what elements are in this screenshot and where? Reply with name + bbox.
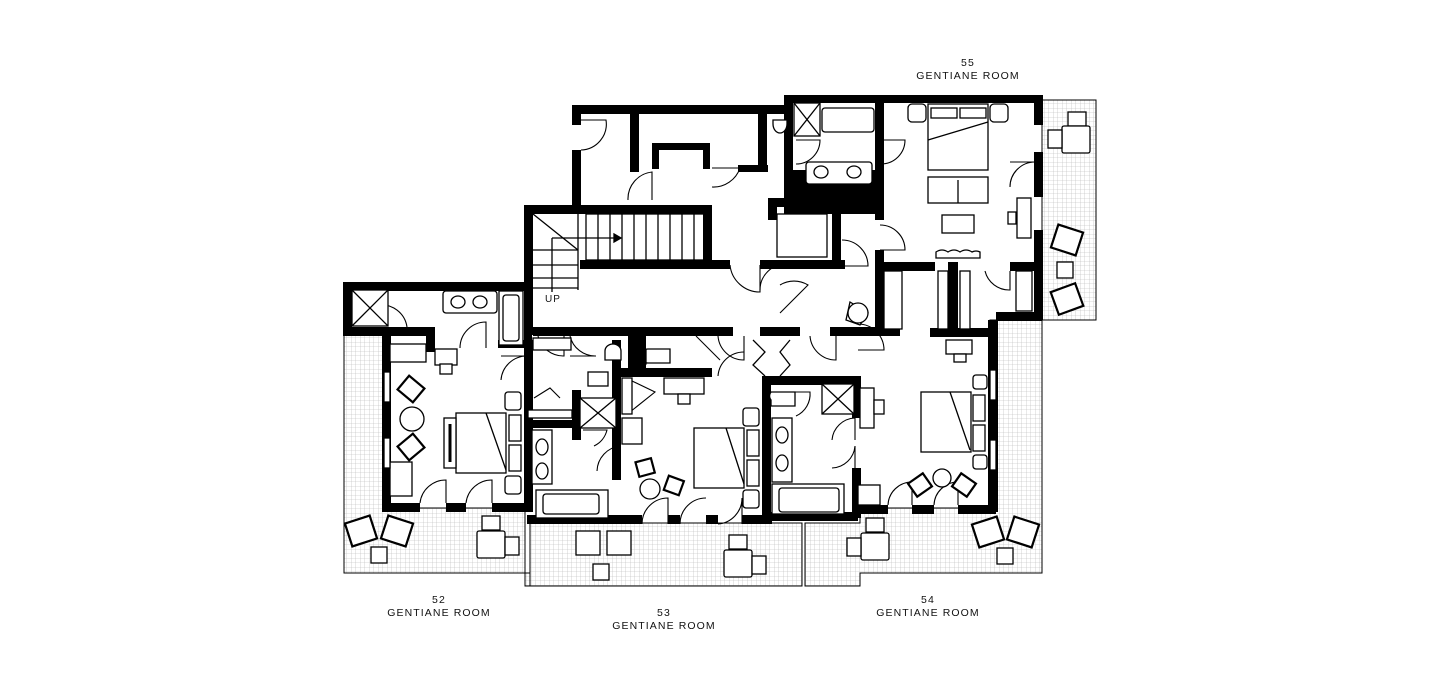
- room-name: GENTIANE ROOM: [612, 620, 716, 632]
- furniture-room-52: [351, 289, 573, 497]
- room-label-55: 55 GENTIANE ROOM: [893, 57, 1043, 83]
- terrace-room-54: [804, 319, 1043, 587]
- furniture-room-53: [531, 343, 760, 519]
- furniture-room-55: [772, 102, 1033, 330]
- room-label-54: 54 GENTIANE ROOM: [853, 594, 1003, 620]
- room-number: 52: [432, 594, 446, 606]
- room-number: 53: [657, 607, 671, 619]
- door-swings: [352, 119, 1036, 525]
- room-label-53: 53 GENTIANE ROOM: [589, 607, 739, 633]
- room-name: GENTIANE ROOM: [916, 70, 1020, 82]
- staircase: [532, 213, 705, 292]
- room-name: GENTIANE ROOM: [387, 607, 491, 619]
- room-number: 54: [921, 594, 935, 606]
- walls: [343, 95, 1043, 524]
- room-label-52: 52 GENTIANE ROOM: [364, 594, 514, 620]
- stairs-up-label: UP: [545, 294, 561, 305]
- furniture-room-54: [752, 339, 997, 515]
- room-number: 55: [961, 57, 975, 69]
- room-name: GENTIANE ROOM: [876, 607, 980, 619]
- terrace-room-53: [529, 522, 803, 587]
- outdoor-furniture: [343, 111, 1091, 581]
